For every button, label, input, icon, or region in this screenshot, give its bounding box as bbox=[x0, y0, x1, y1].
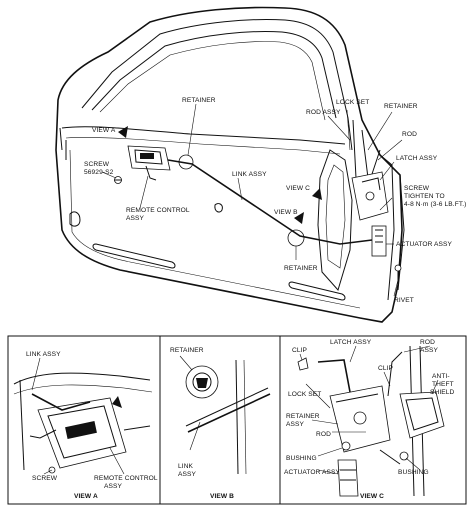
view-c-label-anti-3: SHIELD bbox=[430, 389, 455, 396]
label-remote-control-assy: ASSY bbox=[126, 215, 144, 222]
label-screw-tighten-1: SCREW bbox=[404, 185, 430, 192]
view-c-label-retainer-2: ASSY bbox=[286, 421, 304, 428]
view-c-panel bbox=[297, 345, 445, 497]
view-a-label-assy: ASSY bbox=[104, 483, 122, 490]
label-link-assy: LINK ASSY bbox=[232, 171, 267, 178]
view-c-label-rod-1: ROD bbox=[420, 339, 435, 346]
view-c-bushing-left bbox=[341, 441, 351, 451]
label-latch-assy: LATCH ASSY bbox=[396, 155, 438, 162]
view-c-title: VIEW C bbox=[360, 493, 384, 500]
detail-panels-frame bbox=[7, 335, 467, 505]
label-screw: SCREW bbox=[84, 161, 110, 168]
view-b-title: VIEW B bbox=[210, 493, 234, 500]
view-c-label-lock-set: LOCK SET bbox=[288, 391, 321, 398]
window-glass-line bbox=[99, 41, 326, 121]
belt-line-inner bbox=[65, 137, 341, 155]
label-retainer-top: RETAINER bbox=[182, 97, 216, 104]
label-rivet: RIVET bbox=[394, 297, 414, 304]
view-b-panel bbox=[179, 355, 271, 475]
window-frame-inner bbox=[91, 31, 337, 119]
access-slot-left bbox=[59, 127, 67, 160]
view-c-label-retainer-1: RETAINER bbox=[286, 413, 320, 420]
view-c-label-rod: ROD bbox=[316, 431, 331, 438]
latch-cavity-inner bbox=[325, 164, 346, 269]
label-screw-part-no: 56929-S2 bbox=[84, 169, 114, 176]
belt-line bbox=[61, 126, 346, 145]
rod-assy-rod bbox=[361, 129, 369, 179]
window-frame-outer bbox=[81, 19, 353, 151]
latch-assy bbox=[351, 171, 389, 221]
link-rod bbox=[167, 159, 373, 245]
label-rod-assy: ROD ASSY bbox=[306, 109, 341, 116]
view-a-panel bbox=[13, 357, 153, 475]
label-retainer-right: RETAINER bbox=[384, 103, 418, 110]
view-c-clip bbox=[297, 357, 309, 371]
label-view-c: VIEW C bbox=[286, 185, 310, 192]
view-b-label-assy: ASSY bbox=[178, 471, 196, 478]
view-c-label-clip-top: CLIP bbox=[292, 347, 308, 354]
label-screw-tighten-3: 4-8 N·m (3-6 LB.FT.) bbox=[404, 201, 466, 208]
view-c-label-anti-1: ANTI- bbox=[432, 373, 450, 380]
main-view-leaders bbox=[101, 103, 403, 297]
remote-control-assy bbox=[127, 145, 171, 181]
rod bbox=[371, 149, 381, 175]
label-screw-tighten-2: TIGHTEN TO bbox=[404, 193, 445, 200]
label-lock-set: LOCK SET bbox=[336, 99, 369, 106]
view-b-arrow-icon bbox=[294, 212, 304, 224]
access-hole-center bbox=[214, 203, 223, 213]
view-b-label-retainer: RETAINER bbox=[170, 347, 204, 354]
door-outer-shell bbox=[55, 6, 403, 323]
view-a-title: VIEW A bbox=[74, 493, 98, 500]
view-c-label-bushing-left: BUSHING bbox=[286, 455, 317, 462]
view-c-label-rod-2: ASSY bbox=[420, 347, 438, 354]
label-view-b: VIEW B bbox=[274, 209, 298, 216]
view-c-arrow-icon bbox=[312, 188, 322, 200]
label-rod: ROD bbox=[402, 131, 417, 138]
latch-cavity bbox=[317, 149, 353, 292]
access-hole-lower bbox=[92, 243, 176, 269]
view-c-label-clip-right: CLIP bbox=[378, 365, 394, 372]
label-view-a: VIEW A bbox=[92, 127, 116, 134]
view-c-actuator bbox=[337, 459, 359, 497]
view-a-arrow-icon bbox=[112, 396, 122, 408]
label-actuator-assy: ACTUATOR ASSY bbox=[396, 241, 453, 248]
view-a-label-screw: SCREW bbox=[32, 475, 58, 482]
view-b-link-rod bbox=[187, 393, 271, 433]
inner-panel-edge bbox=[69, 149, 361, 309]
access-hole-bottom bbox=[288, 281, 346, 301]
screw-56929-s2 bbox=[114, 176, 122, 184]
view-a-arrow-icon bbox=[118, 126, 128, 138]
label-retainer-bottom: RETAINER bbox=[284, 265, 318, 272]
view-c-label-actuator-assy: ACTUATOR ASSY bbox=[284, 469, 341, 476]
view-c-rod-assy bbox=[317, 359, 351, 393]
view-c-label-latch-assy: LATCH ASSY bbox=[330, 339, 372, 346]
view-a-label-remote-control: REMOTE CONTROL bbox=[94, 475, 158, 482]
actuator-assy bbox=[371, 225, 387, 257]
view-a-label-link-assy: LINK ASSY bbox=[26, 351, 61, 358]
view-c-label-bushing-right: BUSHING bbox=[398, 469, 429, 476]
rivet bbox=[394, 264, 402, 280]
access-hole-left bbox=[69, 211, 81, 227]
label-remote-control: REMOTE CONTROL bbox=[126, 207, 190, 214]
view-b-label-link: LINK bbox=[178, 463, 194, 470]
view-c-rod bbox=[387, 351, 403, 397]
view-c-label-anti-2: THEFT bbox=[432, 381, 454, 388]
